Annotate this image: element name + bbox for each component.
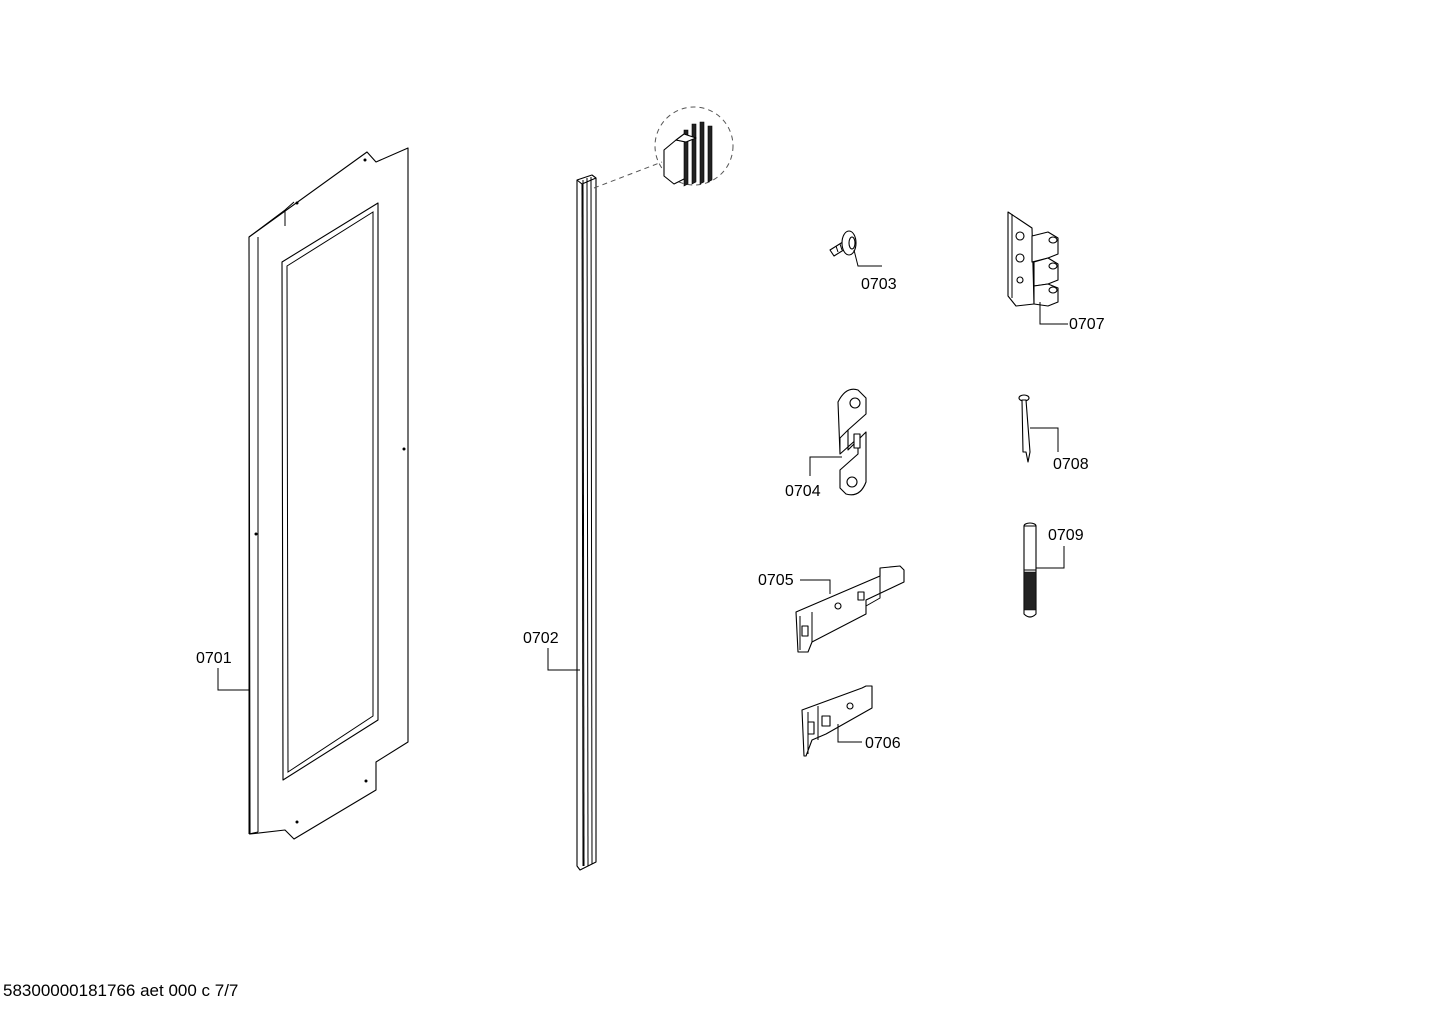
door-seal-strip-0702 [576,174,597,871]
part-label: 0706 [865,735,901,752]
leader-0705 [800,579,831,594]
part-label: 0702 [523,630,559,647]
part-label: 0709 [1048,527,1084,544]
leader-0701 [217,668,250,691]
part-label: 0704 [785,483,821,500]
hinge-0707 [1007,211,1059,307]
part-label: 0708 [1053,456,1089,473]
part-label: 0707 [1069,316,1105,333]
slide-bracket-0705 [795,565,905,653]
leader-0708 [1030,427,1059,452]
pin-0708 [1018,394,1031,463]
seal-detail-callout [593,106,734,189]
part-label: 0701 [196,650,232,667]
push-rivet-0703 [829,230,857,257]
short-slide-bracket-0706 [801,685,873,757]
mounting-bracket-0704 [837,388,867,496]
leader-0703 [853,249,882,267]
threaded-bolt-0709 [1023,522,1037,618]
door-panel-frame-0701 [248,147,409,840]
leader-0706 [837,724,862,743]
leader-0704 [809,456,842,476]
leader-0702 [547,648,580,671]
drawing-footer-id: 58300000181766 aet 000 c 7/7 [3,981,239,1000]
leader-0707 [1039,302,1068,325]
part-label: 0703 [861,276,897,293]
leader-0709 [1036,546,1065,569]
part-label: 0705 [758,572,794,589]
